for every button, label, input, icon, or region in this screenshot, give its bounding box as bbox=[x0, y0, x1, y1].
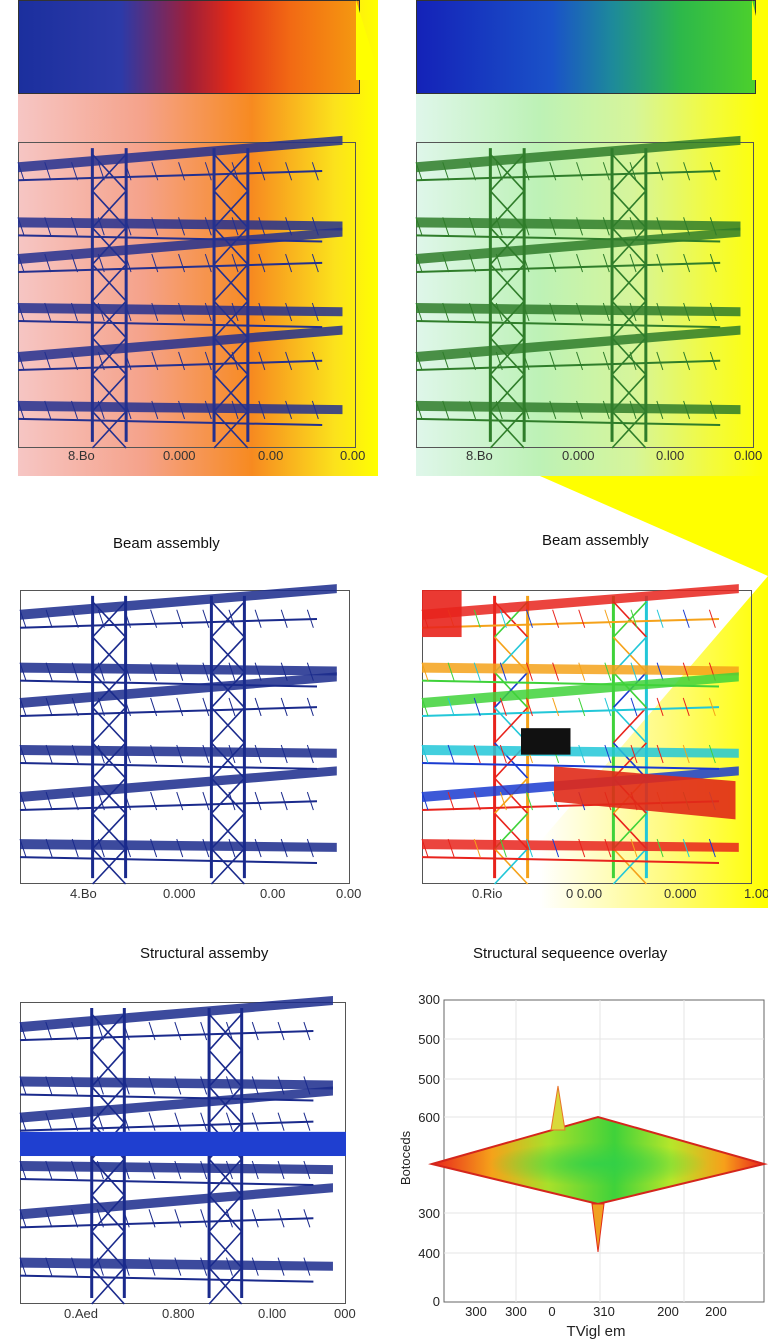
panel3-tick-1: 0.000 bbox=[163, 886, 196, 901]
truss-members bbox=[415, 135, 741, 449]
panel1-tick-2: 0.00 bbox=[258, 448, 284, 463]
panel4-frame bbox=[422, 590, 752, 884]
truss-members bbox=[421, 584, 739, 885]
panel1-tick-1: 0.000 bbox=[163, 448, 196, 463]
panel1-frame bbox=[18, 142, 356, 448]
y-tick-4: 300 bbox=[418, 1206, 440, 1221]
panel3-caption: Beam assembly bbox=[113, 535, 220, 552]
panel5-truss-render bbox=[19, 995, 346, 1305]
x-tick-3: 310 bbox=[593, 1304, 615, 1319]
spike-up bbox=[550, 1085, 566, 1131]
y-tick-0: 300 bbox=[418, 992, 440, 1007]
x-tick-5: 200 bbox=[705, 1304, 727, 1319]
panel4-caption: Beam assembly bbox=[542, 532, 649, 549]
panel2-yellow-tail bbox=[540, 476, 768, 576]
panel4-truss-render bbox=[421, 584, 739, 885]
panel3-tick-2: 0.00 bbox=[260, 886, 286, 901]
x-tick-1: 300 bbox=[505, 1304, 527, 1319]
x-tick-2: 0 bbox=[548, 1304, 555, 1319]
panel1-truss-render bbox=[17, 135, 343, 449]
x-tick-0: 300 bbox=[465, 1304, 487, 1319]
panel4-tick-3: 1.00 bbox=[744, 886, 768, 901]
panel2-tick-3: 0.l00 bbox=[734, 448, 763, 463]
panel4-tick-2: 0.000 bbox=[664, 886, 697, 901]
panel2-tick-1: 0.000 bbox=[562, 448, 595, 463]
spike-down bbox=[591, 1203, 605, 1253]
panel1-tick-0: 8.Bo bbox=[68, 448, 95, 463]
truss-members bbox=[19, 584, 337, 885]
y-tick-5: 400 bbox=[418, 1246, 440, 1261]
panel3-truss-render bbox=[19, 584, 337, 885]
panel5-caption: Structural assemby bbox=[140, 945, 269, 962]
panel4-tick-1: 0 0.00 bbox=[566, 886, 603, 901]
panel2-tick-2: 0.l00 bbox=[656, 448, 685, 463]
panel3-frame bbox=[20, 590, 350, 884]
plot-x-ticks: 300 300 0 310 200 200 bbox=[465, 1304, 727, 1319]
y-tick-1: 500 bbox=[418, 1032, 440, 1047]
plot-y-ticks: 300 500 500 600 300 400 0 bbox=[418, 992, 440, 1309]
panel5-tick-0: 0.Aed bbox=[64, 1306, 98, 1321]
plot-x-axis-label: TVigl em bbox=[567, 1323, 626, 1340]
panel2-frame bbox=[416, 142, 754, 448]
y-tick-6: 0 bbox=[433, 1294, 440, 1309]
panel2-colorbar bbox=[416, 0, 756, 94]
panel2-truss-render bbox=[415, 135, 741, 449]
panel5-tick-1: 0.800 bbox=[162, 1306, 195, 1321]
y-tick-2: 500 bbox=[418, 1072, 440, 1087]
panel2-tick-0: 8.Bo bbox=[466, 448, 493, 463]
panel5-tick-3: 000 bbox=[334, 1306, 356, 1321]
panel5-tick-2: 0.l00 bbox=[258, 1306, 287, 1321]
truss-members bbox=[19, 995, 346, 1305]
panel1-colorbar bbox=[18, 0, 360, 94]
truss-members bbox=[17, 135, 343, 449]
plot-y-axis-label: Botoceds bbox=[398, 1130, 413, 1185]
panel6-plot: 300 500 500 600 300 400 0 300 300 0 310 … bbox=[398, 992, 768, 1340]
diamond-core bbox=[488, 1142, 708, 1186]
panel6-caption: Structural sequeence overlay bbox=[473, 945, 668, 962]
panel3-tick-3: 0.00 bbox=[336, 886, 362, 901]
x-tick-4: 200 bbox=[657, 1304, 679, 1319]
y-tick-3: 600 bbox=[418, 1110, 440, 1125]
panel1-tick-3: 0.00 bbox=[340, 448, 366, 463]
panel4-tick-0: 0.Rio bbox=[472, 886, 503, 901]
panel3-tick-0: 4.Bo bbox=[70, 886, 97, 901]
